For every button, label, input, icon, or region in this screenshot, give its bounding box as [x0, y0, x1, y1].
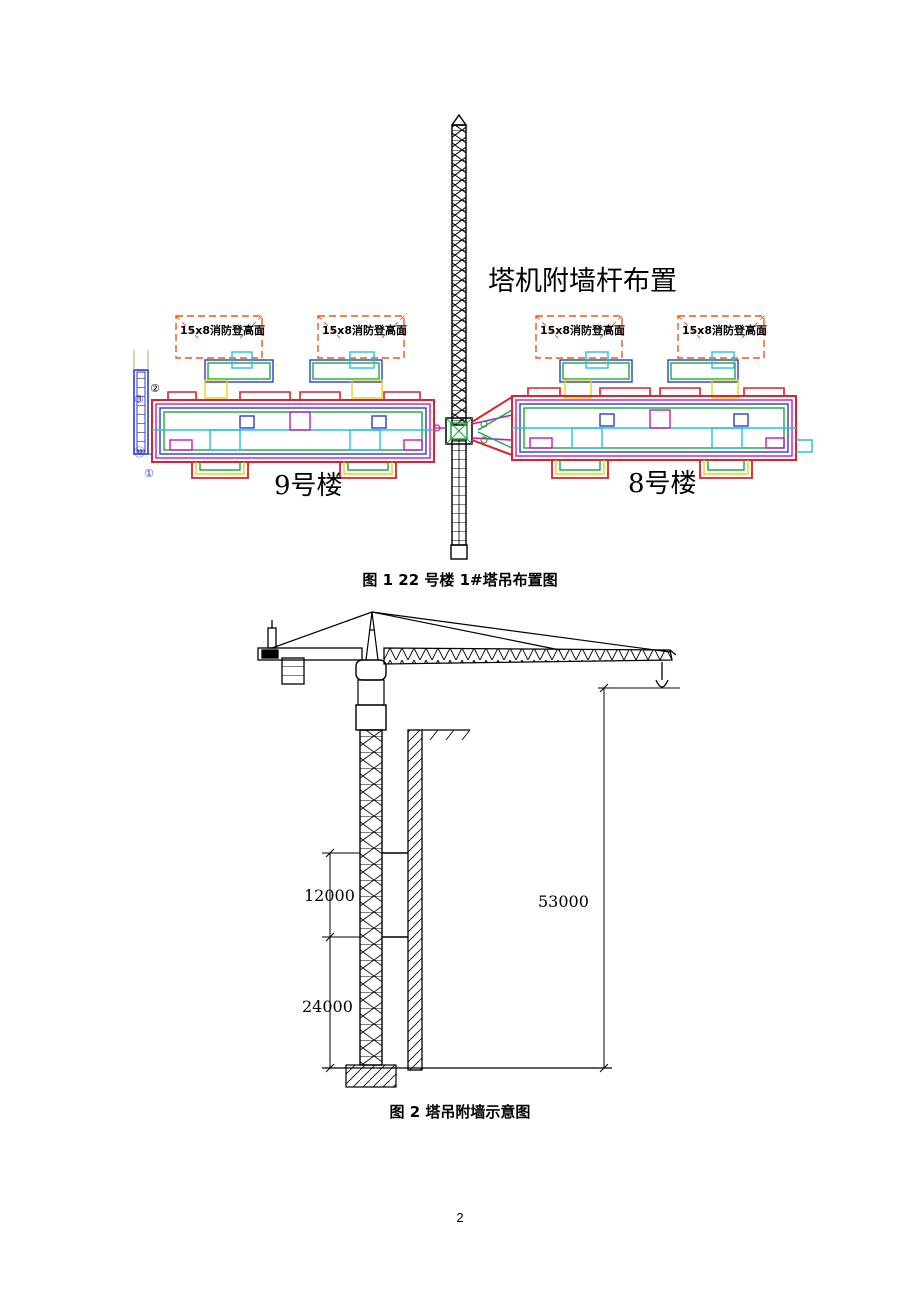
axis-mark: ③ [134, 393, 144, 406]
room-label: 15x8消防登高面 [322, 323, 407, 337]
building-9-plan [151, 351, 435, 479]
building-wall [407, 729, 471, 1071]
building-9-label: 9号楼 [274, 471, 343, 501]
tower-base [445, 417, 473, 445]
axis-mark: ① [144, 467, 154, 480]
crane-jib [383, 647, 677, 665]
figure-1-tower-crane-layout: 塔机附墙杆布置 15x8消防登高面 15x8消防登高面 15x8消防登高面 15… [133, 113, 813, 560]
building-8-label: 8号楼 [628, 469, 697, 499]
crane-counter-jib [257, 620, 363, 685]
room-label: 15x8消防登高面 [540, 323, 625, 337]
axis-mark: ⑪ [134, 446, 145, 459]
crane-hook [655, 662, 669, 688]
tower-mast [450, 113, 468, 560]
room-label: 15x8消防登高面 [682, 323, 767, 337]
dimension-label: 53000 [538, 892, 589, 911]
figure-1-caption: 图 1 22 号楼 1#塔吊布置图 [362, 571, 558, 589]
wall-tie-bars [382, 852, 408, 938]
axis-mark: ② [150, 382, 160, 395]
dimension-label: 12000 [304, 886, 355, 905]
crane-tower-head [271, 611, 671, 661]
right-dimension [598, 683, 680, 1073]
building-8-plan [511, 351, 813, 479]
figure-2-caption: 图 2 塔吊附墙示意图 [389, 1103, 531, 1121]
figure-2-wall-attachment-diagram: 12000 24000 53000 [257, 611, 680, 1088]
building-9-side-strip [133, 350, 152, 455]
crane-mast [345, 659, 397, 1088]
left-dimension-chain [322, 848, 360, 1073]
page-number: 2 [456, 1210, 464, 1225]
figure-1-title: 塔机附墙杆布置 [488, 266, 677, 297]
room-label: 15x8消防登高面 [180, 323, 265, 337]
fire-access-zones [175, 315, 765, 359]
dimension-label: 24000 [302, 997, 353, 1016]
wall-tie-rods [433, 396, 513, 456]
